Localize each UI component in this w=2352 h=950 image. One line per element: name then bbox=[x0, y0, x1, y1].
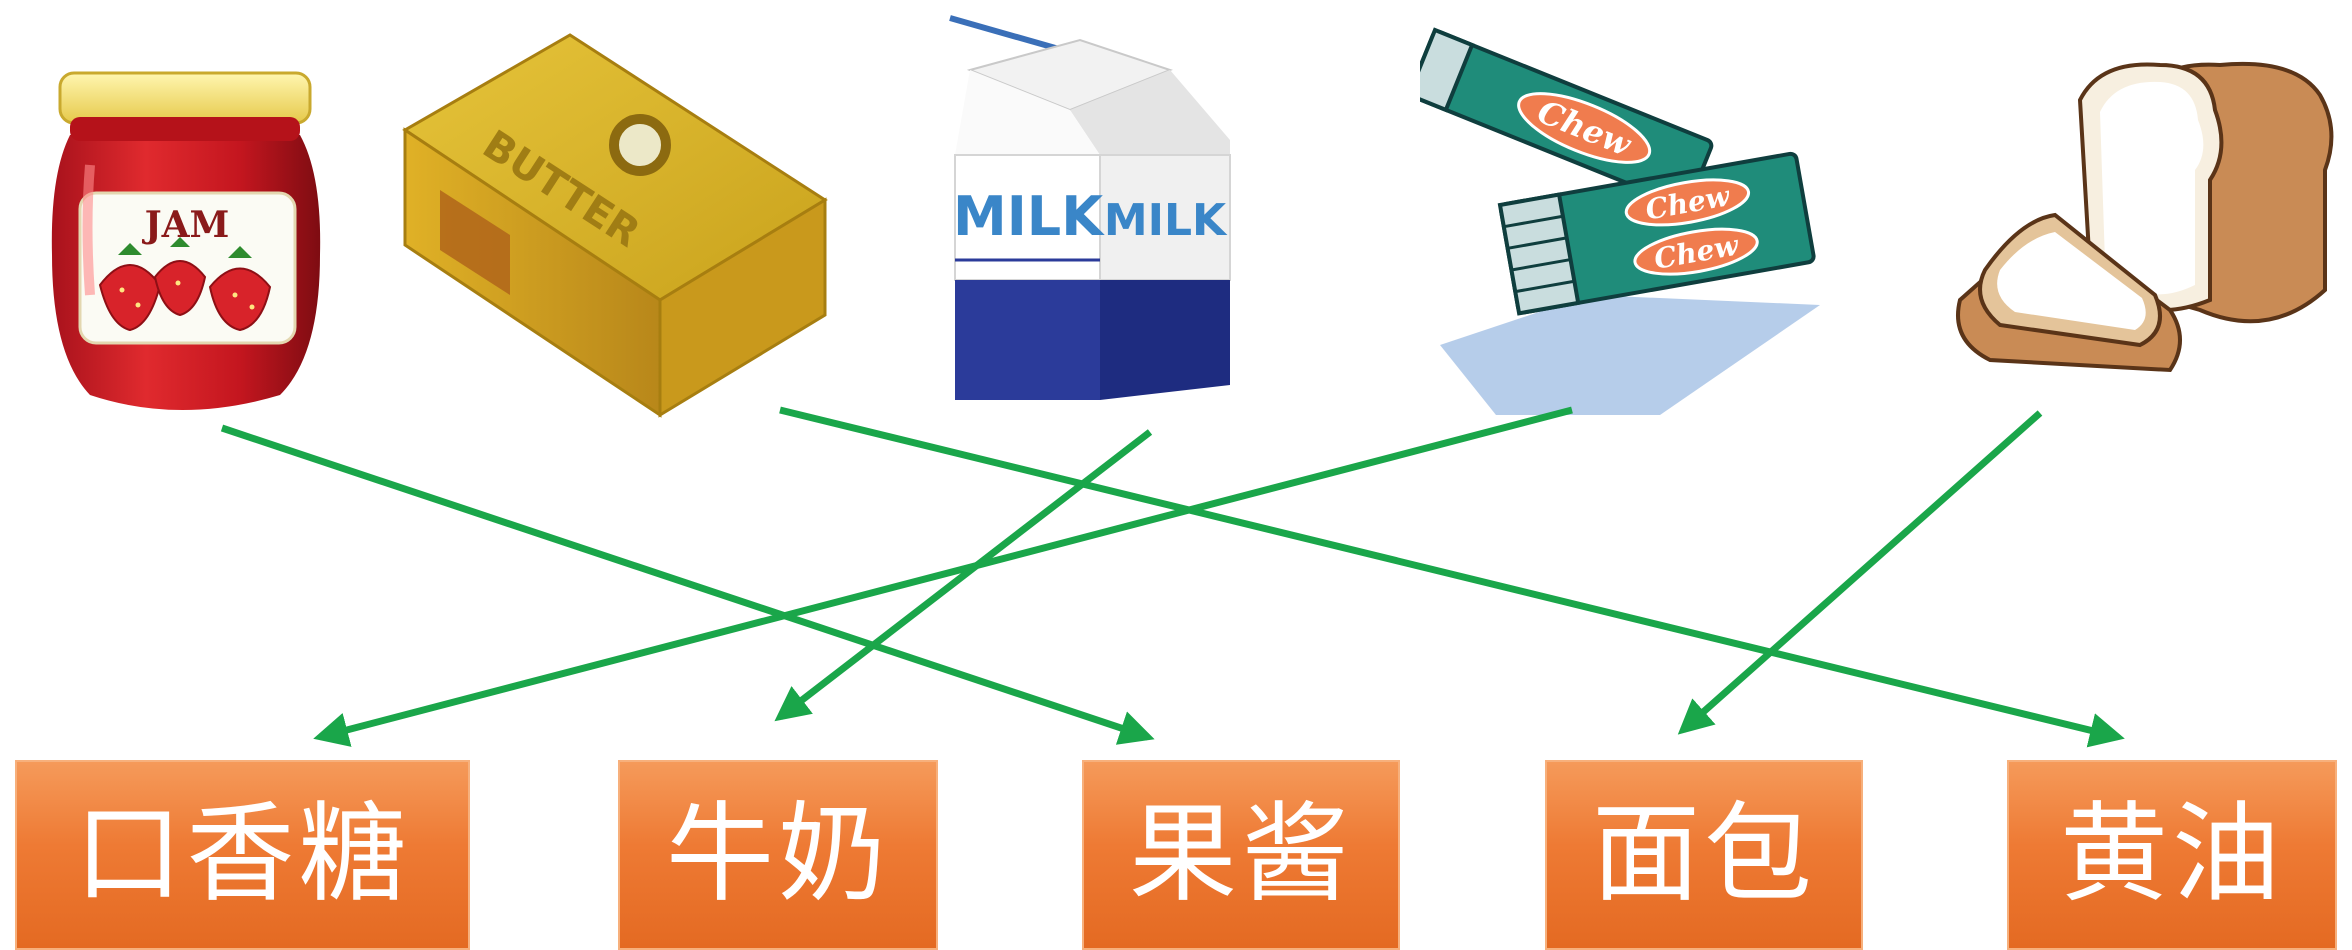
word-text: 面包 bbox=[1591, 792, 1816, 917]
arrow-milk-to-niunai bbox=[774, 429, 1153, 722]
arrow-jam-to-guojiang bbox=[220, 424, 1155, 745]
word-box-mianbao[interactable]: 面包 bbox=[1545, 760, 1863, 950]
jam-label: JAM bbox=[142, 204, 230, 246]
chewing-gum-icon: Chew Chew Chew bbox=[1420, 27, 1820, 415]
word-box-niunai[interactable]: 牛奶 bbox=[618, 760, 938, 950]
arrow-bread-to-mianbao bbox=[1677, 410, 2043, 735]
word-text: 口香糖 bbox=[74, 792, 411, 917]
word-box-huangyou[interactable]: 黄油 bbox=[2007, 760, 2337, 950]
word-box-kouxiangtang[interactable]: 口香糖 bbox=[15, 760, 470, 950]
milk-carton-icon: MILK MILK bbox=[949, 15, 1231, 400]
word-text: 果酱 bbox=[1128, 792, 1353, 917]
arrow-gum-to-kouxiangtang bbox=[313, 406, 1573, 747]
bread-loaf-icon bbox=[1956, 61, 2334, 373]
word-text: 牛奶 bbox=[665, 792, 890, 917]
milk-label-front: MILK bbox=[953, 185, 1105, 248]
milk-label-side: MILK bbox=[1104, 195, 1228, 246]
arrow-butter-to-huangyou bbox=[779, 406, 2125, 748]
word-box-guojiang[interactable]: 果酱 bbox=[1082, 760, 1400, 950]
jam-jar-icon: JAM bbox=[51, 71, 321, 410]
word-text: 黄油 bbox=[2059, 792, 2284, 917]
butter-block-icon: BUTTER bbox=[402, 33, 828, 418]
